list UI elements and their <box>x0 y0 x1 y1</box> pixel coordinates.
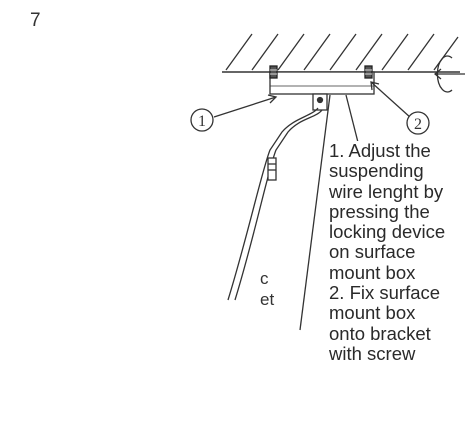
suspending-wire-left <box>299 94 331 331</box>
rotation-arrow-icon <box>433 55 465 93</box>
instruction-line: locking device <box>329 221 446 243</box>
power-cable <box>227 107 323 301</box>
instruction-line: suspending <box>329 160 424 182</box>
callout-2-circle <box>406 111 430 135</box>
callout-2-leader <box>370 81 412 119</box>
instruction-line: on surface <box>329 241 416 263</box>
instruction-line: with screw <box>329 342 416 364</box>
locking-device <box>312 93 328 111</box>
callout-1-label: 1 <box>198 113 206 130</box>
surface-mount-box <box>269 71 375 95</box>
callout-1-leader <box>213 94 278 118</box>
page-number: 7 <box>30 10 41 31</box>
callout-2-label: 2 <box>414 116 422 133</box>
cropped-text-fragment: et <box>260 290 275 309</box>
cropped-text-fragment: c <box>260 269 269 288</box>
ceiling-hatch <box>225 33 459 71</box>
instruction-line: pressing the <box>329 200 430 222</box>
instruction-line: 1. Adjust the <box>329 140 431 161</box>
instruction-line: mount box <box>329 261 416 283</box>
instruction-line: onto bracket <box>329 322 431 344</box>
instruction-line: 2. Fix surface <box>329 282 441 304</box>
callout-1-circle <box>190 108 214 132</box>
instruction-line: wire lenght by <box>329 180 444 202</box>
screw-left <box>269 65 278 79</box>
screw-right <box>364 65 373 79</box>
instruction-line: mount box <box>329 302 416 324</box>
instruction-text: 1. Adjust the suspending wire lenght by … <box>329 140 465 365</box>
